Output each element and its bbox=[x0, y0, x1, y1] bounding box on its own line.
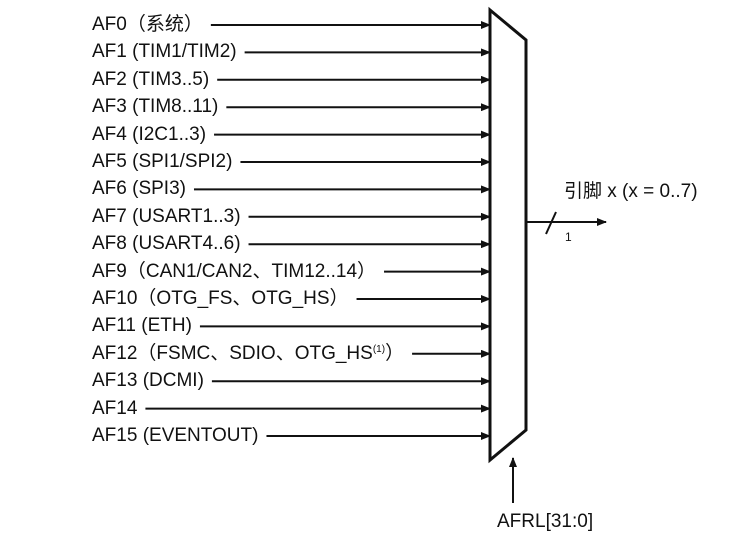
input-label-text: AF13 (DCMI) bbox=[92, 370, 204, 392]
input-label-af10: AF10（OTG_FS、OTG_HS） bbox=[92, 288, 349, 310]
input-label-text: AF3 (TIM8..11) bbox=[92, 96, 219, 118]
input-label-af0: AF0（系统） bbox=[92, 14, 203, 36]
input-label-af4: AF4 (I2C1..3) bbox=[92, 124, 206, 146]
input-label-text: AF11 (ETH) bbox=[92, 315, 192, 337]
footnote-marker: (1) bbox=[372, 343, 386, 355]
input-label-af7: AF7 (USART1..3) bbox=[92, 206, 241, 228]
input-label-af11: AF11 (ETH) bbox=[92, 315, 192, 337]
input-label-af5: AF5 (SPI1/SPI2) bbox=[92, 151, 232, 173]
input-label-text: AF0（系统） bbox=[92, 14, 203, 35]
input-label-af3: AF3 (TIM8..11) bbox=[92, 96, 218, 118]
input-label-text: AF1 (TIM1/TIM2) bbox=[92, 41, 237, 63]
input-label-text: AF7 (USART1..3) bbox=[92, 205, 241, 227]
input-label-suffix: ） bbox=[385, 342, 405, 364]
input-label-text: AF5 (SPI1/SPI2) bbox=[92, 151, 233, 172]
input-label-text: AF10（OTG_FS、OTG_HS） bbox=[92, 288, 349, 309]
multiplexer-block bbox=[488, 6, 528, 464]
input-label-text: AF4 (I2C1..3) bbox=[92, 123, 207, 145]
input-label-text: AF12（FSMC、SDIO、OTG_HS bbox=[92, 342, 373, 364]
input-label-text: AF6 (SPI3) bbox=[92, 178, 186, 200]
output-pin-label: 引脚 x (x = 0..7) bbox=[564, 181, 698, 202]
input-label-text: AF14 bbox=[92, 397, 138, 419]
input-label-af2: AF2 (TIM3..5) bbox=[92, 69, 209, 91]
input-label-text: AF2 (TIM3..5) bbox=[92, 68, 210, 90]
input-label-text: AF8 (USART4..6) bbox=[92, 233, 241, 255]
input-label-af14: AF14 bbox=[92, 398, 137, 420]
select-register-label: AFRL[31:0] bbox=[497, 511, 594, 532]
input-arrows bbox=[145, 21, 491, 440]
bus-slash bbox=[545, 211, 557, 235]
input-label-af6: AF6 (SPI3) bbox=[92, 178, 186, 200]
input-label-text: AF9（CAN1/CAN2、TIM12..14） bbox=[92, 260, 377, 282]
input-label-text: AF15 (EVENTOUT) bbox=[92, 425, 259, 446]
input-label-af15: AF15 (EVENTOUT) bbox=[92, 425, 258, 447]
input-label-af8: AF8 (USART4..6) bbox=[92, 233, 241, 255]
input-label-af13: AF13 (DCMI) bbox=[92, 370, 204, 392]
input-label-af12: AF12（FSMC、SDIO、OTG_HS(1)） bbox=[92, 343, 404, 365]
input-label-af1: AF1 (TIM1/TIM2) bbox=[92, 41, 237, 63]
bus-width-label: 1 bbox=[565, 230, 572, 244]
input-label-af9: AF9（CAN1/CAN2、TIM12..14） bbox=[92, 261, 376, 283]
